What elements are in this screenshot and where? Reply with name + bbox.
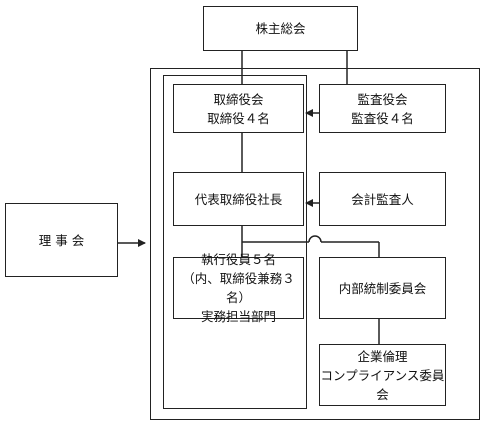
council-label: 理 事 会 — [38, 232, 85, 248]
company-outer-frame — [150, 68, 480, 420]
ethics-compliance-committee-box: 企業倫理 コンプライアンス委員会 — [319, 344, 446, 406]
board-of-directors-box: 取締役会 取締役４名 — [173, 84, 304, 133]
audit-board-box: 監査役会 監査役４名 — [319, 84, 446, 133]
president-label: 代表取締役社長 — [194, 191, 283, 207]
accounting-auditor-box: 会計監査人 — [319, 172, 446, 226]
compliance-committee-label: コンプライアンス委員会 — [320, 367, 445, 402]
board-members: 取締役４名 — [207, 110, 270, 126]
auditor-members: 監査役４名 — [351, 110, 414, 126]
audit-board-title: 監査役会 — [357, 91, 408, 107]
executives-concurrent: （内、取締役兼務３名） — [182, 271, 295, 305]
shareholders-meeting-label: 株主総会 — [255, 21, 306, 36]
council-box: 理 事 会 — [5, 203, 118, 277]
ethics-title: 企業倫理 — [357, 348, 408, 364]
accounting-auditor-label: 会計監査人 — [351, 191, 414, 207]
board-title: 取締役会 — [213, 91, 264, 107]
executives-count: 執行役員５名 — [200, 252, 276, 267]
internal-control-committee-box: 内部統制委員会 — [319, 257, 446, 319]
operations-departments: 実務担当部門 — [200, 309, 276, 324]
president-box: 代表取締役社長 — [173, 172, 304, 226]
internal-control-label: 内部統制委員会 — [338, 280, 427, 296]
executive-officers-box: 執行役員５名 （内、取締役兼務３名） 実務担当部門 — [173, 252, 304, 324]
shareholders-meeting-box: 株主総会 — [203, 6, 358, 51]
